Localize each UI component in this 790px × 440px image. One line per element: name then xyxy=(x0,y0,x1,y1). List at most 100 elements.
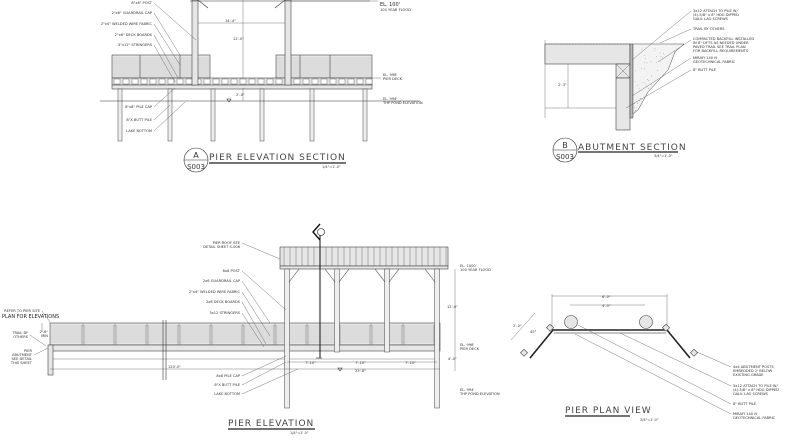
drawing-scale: 3/4"=1'-0" xyxy=(640,418,659,422)
pier-elevation: 120'-0" 7'-10" 7'-10" 7'-10" 23'-8" 12'-… xyxy=(2,224,500,435)
backfill-texture xyxy=(636,110,637,111)
sheet-number: S003 xyxy=(556,153,574,161)
backfill-texture xyxy=(648,88,649,89)
deck-board xyxy=(168,79,174,84)
water-level-symbol xyxy=(227,99,231,102)
backfill-texture xyxy=(663,53,664,54)
backfill-texture xyxy=(662,58,663,59)
deck-board xyxy=(267,79,273,84)
el-flood-note: 100 YEAR FLOOD xyxy=(380,8,411,12)
label: 2"x6" DECK BOARDS xyxy=(115,33,153,37)
drawing-title: PIER ELEVATION SECTION xyxy=(209,153,346,163)
baluster xyxy=(402,325,404,347)
backfill-texture xyxy=(645,55,646,56)
label: DETAIL SHEET S-006 xyxy=(203,245,241,249)
backfill-texture xyxy=(660,53,661,54)
backfill-texture xyxy=(641,98,642,99)
backfill-texture xyxy=(639,89,640,90)
butt-pile xyxy=(640,316,653,329)
backfill-texture xyxy=(651,76,652,77)
el-deck-note: PIER DECK xyxy=(383,77,403,81)
abutment-post xyxy=(520,349,527,356)
label: 8"x8" POST xyxy=(131,1,152,5)
baluster xyxy=(114,325,116,347)
pier-plan-view: 6'-0" 4'-0" 2'-0" 45° 4x4 ABUTMENT POSTS… xyxy=(511,294,779,422)
leader-lines xyxy=(30,243,298,394)
sheet-number: S003 xyxy=(187,163,205,171)
deck-board xyxy=(249,79,255,84)
dim-height: 2'-3" xyxy=(558,83,567,87)
label: 8x8 POST xyxy=(223,269,241,273)
label: FOR BACKFILL REQUIREMENTS xyxy=(693,49,749,53)
backfill-texture xyxy=(635,81,636,82)
backfill-texture xyxy=(645,83,646,84)
deck-board xyxy=(240,79,246,84)
backfill-texture xyxy=(657,70,658,71)
post-left xyxy=(192,0,198,85)
backfill-texture xyxy=(655,50,656,51)
knee-brace xyxy=(339,269,349,282)
baluster xyxy=(82,325,84,347)
butt-pile xyxy=(260,89,264,141)
label: 3x12 STRINGERS xyxy=(209,311,240,315)
knee-brace xyxy=(425,269,435,282)
knee-brace xyxy=(325,269,335,282)
deck-board xyxy=(348,79,354,84)
deck xyxy=(50,345,440,351)
label: 8"X BUTT PILE xyxy=(214,383,240,387)
deck-board xyxy=(258,79,264,84)
label: 2"x6" GUARDRAIL CAP xyxy=(112,11,153,15)
backfill-texture xyxy=(637,85,638,86)
backfill-texture xyxy=(661,56,662,57)
label: GEOTECHNICAL FABRIC xyxy=(733,416,776,420)
el-pond-note: THP POND ELEVATION xyxy=(459,392,500,396)
stringer xyxy=(630,44,633,118)
drawing-title: PIER ELEVATION xyxy=(228,419,314,429)
knee-brace xyxy=(289,269,299,282)
drawing-scale: 1/4"=1'-0" xyxy=(322,165,341,169)
backfill-texture xyxy=(644,62,645,63)
knee-brace xyxy=(375,269,385,282)
backfill-texture xyxy=(647,79,648,80)
deck-board xyxy=(330,79,336,84)
dim-bay: 7'-10" xyxy=(305,361,316,365)
baluster xyxy=(306,325,308,347)
backfill-texture xyxy=(651,61,652,62)
baluster xyxy=(274,325,276,347)
deck-board xyxy=(222,79,228,84)
dim-total: 23'-8" xyxy=(355,369,366,373)
dim-clearance: 2'-0" xyxy=(236,93,245,97)
deck-board xyxy=(339,79,345,84)
label: 2x6 GUARDRAIL CAP xyxy=(203,279,241,283)
pile-cap xyxy=(112,85,372,89)
label: 2"x4" WELDED WIRE FABRIC xyxy=(189,290,241,294)
butt-pile xyxy=(616,78,630,130)
backfill-texture xyxy=(635,112,636,113)
deck-board xyxy=(150,79,156,84)
pier-roof xyxy=(280,247,448,266)
post xyxy=(385,269,390,352)
baluster xyxy=(370,325,372,347)
backfill-texture xyxy=(634,103,635,104)
backfill-texture xyxy=(655,48,656,49)
deck-board xyxy=(366,79,372,84)
dim-height: 12'-0" xyxy=(447,305,458,309)
label: TRAIL BY OTHERS xyxy=(692,27,725,31)
label: LAKE BOTTOM xyxy=(214,392,240,396)
abutment xyxy=(48,345,53,375)
label: MIN xyxy=(41,334,48,338)
backfill-texture xyxy=(635,70,636,71)
dim-bay: 7'-10" xyxy=(355,361,366,365)
dim-angle: 45° xyxy=(530,330,537,334)
backfill-texture xyxy=(641,68,642,69)
drawing-title: PIER PLAN VIEW xyxy=(565,406,652,416)
deck-board xyxy=(141,79,147,84)
backfill-texture xyxy=(656,56,657,57)
butt-pile xyxy=(211,89,215,141)
label: 8"x8" PILE CAP xyxy=(125,105,153,109)
label: THIS SHEET xyxy=(10,361,33,365)
deck-board xyxy=(159,79,165,84)
label: 8" BUTT PILE xyxy=(693,68,717,72)
deck-board xyxy=(132,79,138,84)
dim-width: 14'-4" xyxy=(225,19,236,23)
